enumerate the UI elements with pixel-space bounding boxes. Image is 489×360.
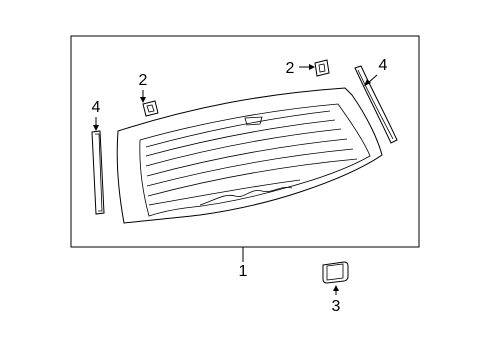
callout-molding-right: 4 — [379, 57, 388, 74]
callout-clip-right: 2 — [286, 60, 295, 77]
callout-molding-left: 4 — [92, 99, 101, 116]
callout-clip-left: 2 — [139, 72, 148, 89]
molding-right — [354, 65, 398, 144]
defroster-lines — [145, 110, 358, 206]
back-glass-panel — [116, 87, 383, 224]
clip-left — [142, 100, 159, 117]
assembly-frame — [70, 35, 420, 248]
callout-glass-assembly: 1 — [239, 263, 248, 280]
callout-fastener: 3 — [332, 298, 341, 315]
molding-left — [91, 130, 105, 215]
leader-lines — [93, 64, 378, 295]
fastener-part — [322, 261, 349, 284]
clip-right — [314, 59, 330, 77]
